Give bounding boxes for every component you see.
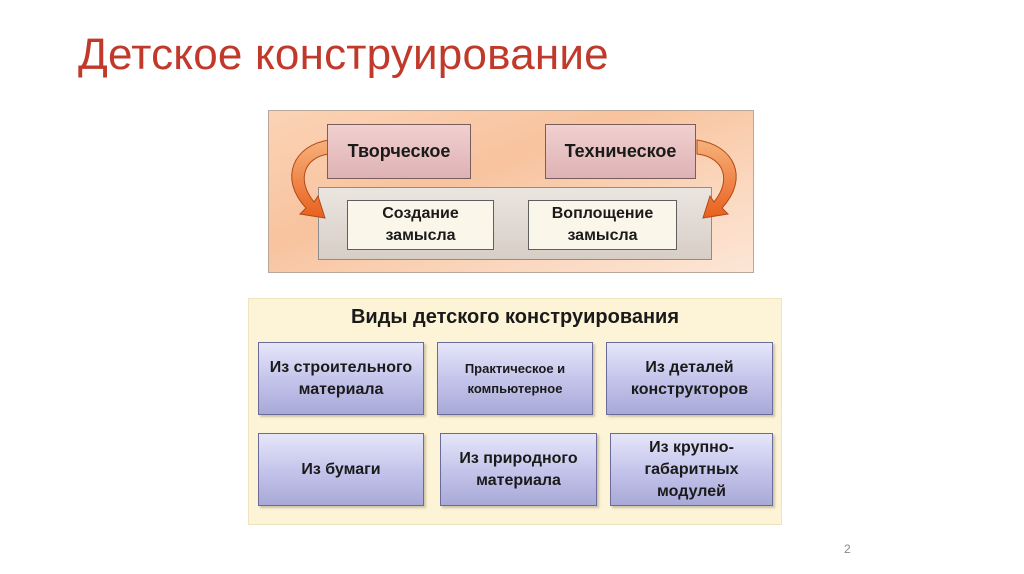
- curved-arrow-left-icon: [291, 139, 330, 219]
- stage-box-idea-creation: Создание замысла: [347, 200, 494, 250]
- slide-title: Детское конструирование: [78, 30, 609, 79]
- type-box-construction-kit-parts: Из деталей конструкторов: [606, 342, 773, 415]
- type-box-large-modules: Из крупно-габаритных модулей: [610, 433, 773, 506]
- page-number: 2: [844, 542, 851, 556]
- stage-box-idea-implementation: Воплощение замысла: [528, 200, 677, 250]
- kind-box-technical: Техническое: [545, 124, 696, 179]
- type-box-practical-computer: Практическое и компьютерное: [437, 342, 593, 415]
- type-box-natural-material: Из природного материала: [440, 433, 597, 506]
- kind-box-creative: Творческое: [327, 124, 471, 179]
- type-box-paper: Из бумаги: [258, 433, 424, 506]
- type-box-building-material: Из строительного материала: [258, 342, 424, 415]
- curved-arrow-right-icon: [696, 139, 737, 219]
- types-panel-title: Виды детского конструирования: [350, 306, 680, 328]
